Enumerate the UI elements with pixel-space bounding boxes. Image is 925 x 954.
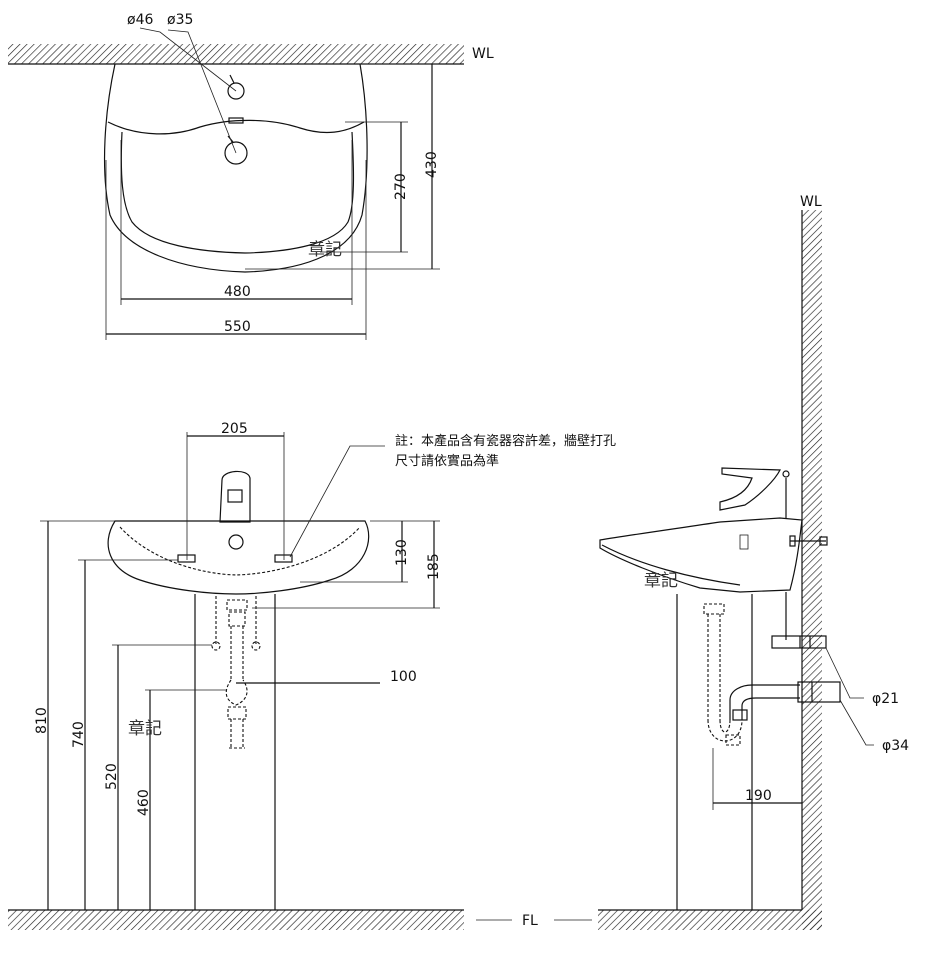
dim-270: 270 <box>393 173 409 200</box>
d46-label: ø46 <box>127 12 153 28</box>
front-view: 205 註：本產品含有瓷器容許差，牆壁打孔 尺寸請依實品為準 130 185 1… <box>8 421 616 930</box>
dim-740: 740 <box>71 721 87 748</box>
d21-label: φ21 <box>872 691 899 707</box>
basin-side-outline <box>599 517 803 593</box>
supply-valve <box>771 635 827 649</box>
basin-top-bowl <box>107 119 365 135</box>
dim-205: 205 <box>221 421 248 437</box>
d35-label: ø35 <box>167 12 193 28</box>
dim-810: 810 <box>34 707 50 734</box>
watermark-1: 章記 <box>308 240 342 260</box>
top-wall-hatch <box>8 44 464 64</box>
tap-hole-large <box>224 141 248 165</box>
floor-left-hatch <box>8 910 464 930</box>
side-view: WL <box>598 194 909 930</box>
note-line-2: 尺寸請依實品為準 <box>395 453 499 469</box>
dim-190: 190 <box>745 788 772 804</box>
note-line-1: 註：本產品含有瓷器容許差，牆壁打孔 <box>395 433 616 449</box>
watermark-3: 章記 <box>644 571 678 591</box>
watermark-2: 章記 <box>128 719 162 739</box>
dim-430: 430 <box>424 151 440 178</box>
trap-wall-fitting <box>797 681 841 703</box>
faucet-front <box>219 470 251 523</box>
floor-right-hatch <box>598 910 822 930</box>
fl-label: FL <box>522 913 538 929</box>
dim-480: 480 <box>224 284 251 300</box>
dim-520: 520 <box>104 763 120 790</box>
top-view: WL ø46 ø35 430 270 章記 480 <box>8 12 494 340</box>
dim-185: 185 <box>426 553 442 580</box>
side-wall-hatch <box>802 210 822 930</box>
basin-top-outline <box>103 63 368 273</box>
dim-130: 130 <box>394 539 410 566</box>
tap-hole-small <box>227 82 245 100</box>
wl-side-label: WL <box>800 194 822 210</box>
faucet-side <box>719 467 781 511</box>
basin-front-outline <box>107 520 370 595</box>
dim-100: 100 <box>390 669 417 685</box>
dim-550: 550 <box>224 319 251 335</box>
dim-460: 460 <box>136 789 152 816</box>
wl-top-label: WL <box>472 46 494 62</box>
d34-label: φ34 <box>882 738 909 754</box>
